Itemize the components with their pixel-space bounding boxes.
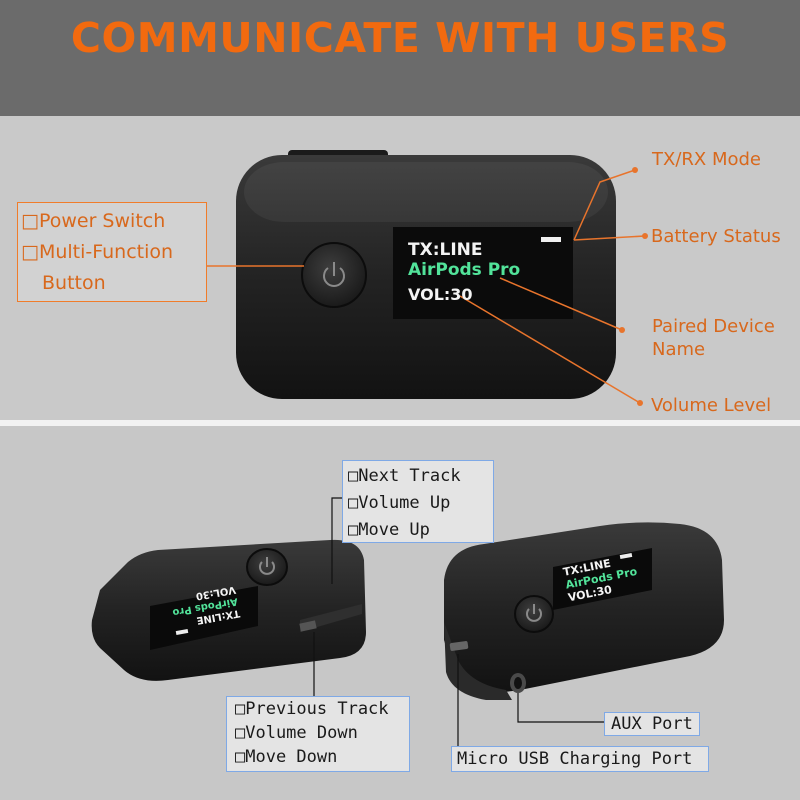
header-bar: [0, 0, 800, 116]
callout-lines: [207, 169, 646, 404]
micro-usb-port: [449, 641, 469, 651]
label-tx-rx-mode: TX/RX Mode: [652, 149, 761, 170]
previous-track-callout-box: □Previous Track □Volume Down □Move Down: [226, 696, 410, 772]
screen-line-volume: VOL:30: [408, 285, 473, 304]
power-icon: [323, 262, 345, 287]
right-device: [444, 522, 724, 700]
label-battery-status: Battery Status: [651, 226, 781, 247]
right-device-body: [444, 522, 724, 693]
right-power-icon: [526, 608, 542, 622]
label-paired-device-name: Paired Device Name: [652, 315, 775, 361]
aux-port-label-box: AUX Port: [604, 712, 700, 736]
bottom-callout-lines: [313, 497, 604, 761]
oled-screen: [393, 227, 573, 319]
left-battery-indicator: [175, 628, 189, 636]
left-power-icon: [259, 561, 275, 575]
right-battery-indicator: [619, 552, 633, 560]
callout-move-up: □Move Up: [348, 520, 430, 540]
label-aux-port: AUX Port: [611, 714, 693, 734]
label-paired-line2: Name: [652, 339, 706, 360]
page-title: COMMUNICATE WITH USERS: [70, 14, 730, 62]
next-track-callout-box: □Next Track □Volume Up □Move Up: [342, 460, 494, 543]
left-device: [91, 539, 367, 681]
callout-power-switch: □Power Switch: [21, 210, 166, 232]
screen-line-mode: TX:LINE: [408, 240, 483, 260]
right-oled-screen: [553, 548, 652, 610]
battery-indicator: [541, 237, 561, 242]
callout-multi-function: □Multi-Function: [21, 241, 174, 263]
screen-line-device: AirPods Pro: [408, 260, 521, 280]
panel-divider: [0, 420, 800, 426]
callout-dots: [619, 167, 648, 406]
callout-volume-up: □Volume Up: [348, 493, 451, 513]
callout-button: Button: [42, 272, 106, 294]
micro-usb-label-box: Micro USB Charging Port: [451, 746, 709, 772]
callout-next-track: □Next Track: [348, 466, 461, 486]
label-volume-level: Volume Level: [651, 395, 772, 416]
power-callout-box: □Power Switch □Multi-Function Button: [17, 202, 207, 302]
callout-move-down: □Move Down: [235, 747, 338, 767]
callout-previous-track: □Previous Track: [235, 699, 389, 719]
label-micro-usb: Micro USB Charging Port: [457, 749, 693, 769]
callout-volume-down: □Volume Down: [235, 723, 358, 743]
label-paired-line1: Paired Device: [652, 316, 775, 337]
main-device: [236, 150, 616, 399]
